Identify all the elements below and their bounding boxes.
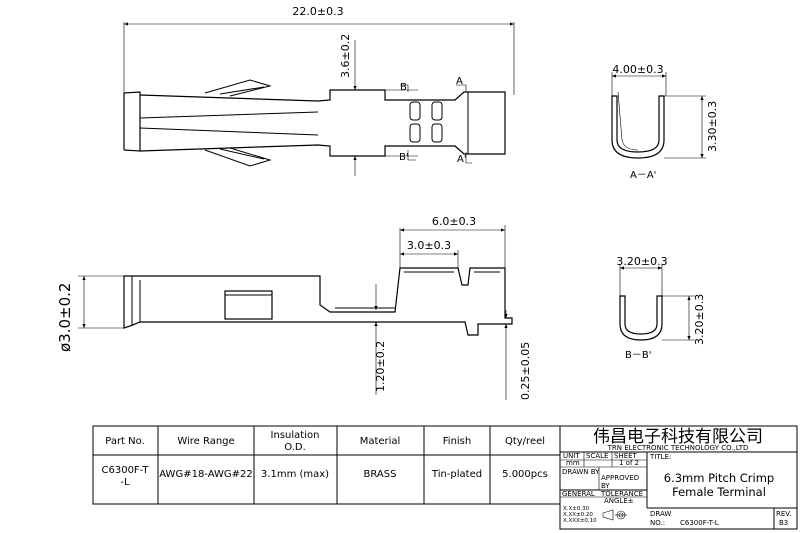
section-aa-title: A－A' bbox=[630, 170, 656, 181]
gap-label: 1.20±0.2 bbox=[374, 341, 387, 392]
spring-finger-bottom bbox=[204, 147, 272, 167]
terminal-outline bbox=[139, 89, 506, 157]
section-b-b: 3.20±0.3 3.20±0.3 B－B' bbox=[616, 255, 706, 361]
diameter-label: ø3.0±0.2 bbox=[56, 283, 74, 352]
sheet-label: SHEET bbox=[614, 452, 638, 460]
no-label: NO.: bbox=[650, 519, 665, 527]
cell-part-no-1: C6300F-T bbox=[102, 465, 150, 476]
title-block-border bbox=[559, 425, 798, 530]
window bbox=[409, 123, 421, 143]
tolerance-label: TOLERANCE bbox=[600, 490, 643, 498]
drawing-number: C6300F-T-L bbox=[680, 519, 719, 527]
section-a-prime-marker bbox=[465, 152, 472, 164]
sheet-value: 1 of 2 bbox=[619, 459, 639, 467]
side-body-outline bbox=[123, 267, 513, 336]
unit-value: mm bbox=[566, 459, 580, 467]
header-material: Material bbox=[360, 436, 401, 447]
scale-label: SCALE bbox=[586, 452, 608, 460]
section-b-prime-marker bbox=[407, 150, 416, 161]
header-qty: Qty/reel bbox=[505, 436, 545, 447]
overall-length-label: 22.0±0.3 bbox=[292, 5, 343, 18]
width-label: 3.6±0.2 bbox=[339, 34, 352, 78]
unit-label: UNIT bbox=[563, 452, 580, 460]
section-bb-height-label: 3.20±0.3 bbox=[693, 294, 706, 345]
spring-finger-top bbox=[219, 86, 265, 95]
rev-value: B3 bbox=[779, 519, 788, 527]
section-a-prime-label: A' bbox=[457, 154, 467, 165]
section-bb-profile bbox=[619, 295, 663, 341]
cell-part-no-2: -L bbox=[120, 477, 130, 488]
section-b-label: B bbox=[400, 82, 407, 93]
approved-label-1: APPROVED bbox=[601, 474, 639, 482]
title-label: TITLE: bbox=[649, 453, 671, 461]
barrel-length-label: 3.0±0.3 bbox=[407, 239, 451, 252]
top-view: 22.0±0.3 3.6±0.2 B B' A A' bbox=[123, 5, 515, 176]
window bbox=[431, 101, 443, 121]
cell-material: BRASS bbox=[364, 469, 397, 480]
cell-insulation-od: 3.1mm (max) bbox=[261, 469, 329, 480]
spec-table: Part No. Wire Range Insulation O.D. Mate… bbox=[92, 425, 561, 505]
cell-wire-range: AWG#18-AWG#22 bbox=[159, 469, 252, 480]
tolerance-3: X.XXX±0.10 bbox=[563, 518, 597, 524]
section-bb-width-label: 3.20±0.3 bbox=[616, 255, 667, 268]
section-b-marker bbox=[400, 84, 409, 92]
header-od: O.D. bbox=[284, 442, 306, 453]
header-part-no: Part No. bbox=[105, 436, 145, 447]
spring-finger-top bbox=[204, 79, 272, 97]
cell-qty: 5.000pcs bbox=[502, 469, 548, 480]
contact-end bbox=[123, 91, 141, 152]
thickness-label: 0.25±0.05 bbox=[519, 342, 532, 400]
tolerance-1: X.X±0.30 bbox=[563, 506, 590, 512]
window bbox=[431, 123, 443, 143]
title-block: 伟昌电子科技有限公司 TRN ELECTRONIC TECHNOLOGY CO.… bbox=[559, 425, 798, 530]
section-a-label: A bbox=[456, 76, 463, 87]
drawing-title-1: 6.3mm Pitch Crimp bbox=[664, 471, 774, 485]
section-aa-width-label: 4.00±0.3 bbox=[612, 63, 663, 76]
rev-label: REV. bbox=[776, 510, 791, 518]
draw-label: DRAW bbox=[650, 510, 671, 518]
projection-symbol-icon bbox=[602, 509, 627, 521]
section-aa-inner-line bbox=[617, 91, 639, 151]
section-bb-title: B－B' bbox=[625, 350, 651, 361]
contact-slot bbox=[139, 111, 319, 136]
side-view: 6.0±0.3 3.0±0.3 ø3.0±0.2 1.20±0.2 0.25±0… bbox=[56, 215, 532, 400]
drawn-by-label: DRAWN BY bbox=[562, 468, 600, 476]
section-aa-profile bbox=[611, 95, 665, 159]
angle-label: ANGLE± bbox=[604, 497, 634, 505]
window bbox=[409, 101, 421, 121]
crimp-length-label: 6.0±0.3 bbox=[432, 215, 476, 228]
header-wire-range: Wire Range bbox=[177, 436, 234, 447]
header-insulation: Insulation bbox=[271, 430, 320, 441]
company-name-cn: 伟昌电子科技有限公司 bbox=[593, 427, 763, 447]
section-b-prime-label: B' bbox=[399, 152, 409, 163]
locking-lance bbox=[224, 290, 273, 320]
company-name-en: TRN ELECTRONIC TECHNOLOGY CO.,LTD bbox=[607, 444, 749, 452]
barrel-inner-line bbox=[335, 271, 500, 309]
approved-label-2: BY bbox=[601, 482, 610, 490]
section-aa-height-label: 3.30±0.3 bbox=[706, 101, 719, 152]
spring-finger-bottom bbox=[219, 148, 265, 160]
header-finish: Finish bbox=[443, 436, 471, 447]
section-a-marker bbox=[456, 84, 467, 92]
general-label: GENERAL bbox=[562, 490, 595, 498]
section-a-a: 4.00±0.3 3.30±0.3 A－A' bbox=[611, 63, 719, 181]
cell-finish: Tin-plated bbox=[431, 469, 482, 480]
drawing-title-2: Female Terminal bbox=[672, 485, 766, 499]
tolerance-2: X.XX±0.20 bbox=[563, 512, 593, 518]
